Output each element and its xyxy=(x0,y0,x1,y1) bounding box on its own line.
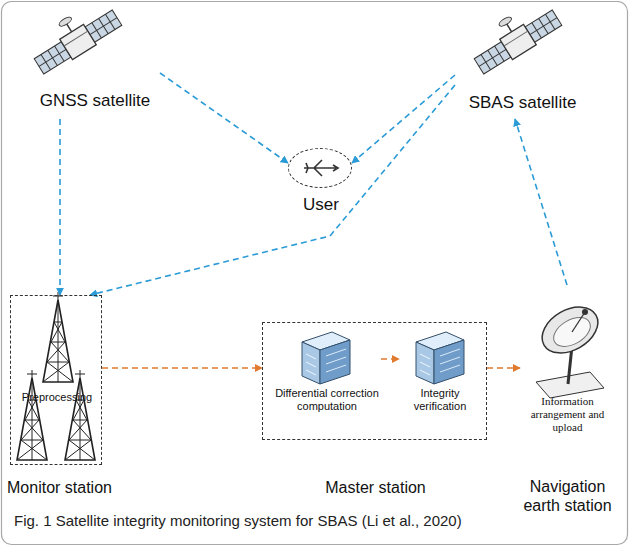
node-text: Differential correction computation xyxy=(273,387,381,413)
tower-icon xyxy=(43,292,73,382)
satellite-node: SBAS satellite xyxy=(455,5,590,119)
monitor-station-box: PreprocessingMonitor station xyxy=(10,295,102,465)
signal-arrow xyxy=(352,75,455,163)
computation-building: Differential correction computation xyxy=(273,329,381,434)
signal-arrow xyxy=(90,85,455,295)
signal-arrow xyxy=(515,119,567,285)
tower-icon xyxy=(65,370,95,460)
art-line xyxy=(572,312,585,332)
tower-icon xyxy=(17,370,47,460)
master-station-box: Master stationDifferential correction co… xyxy=(262,322,487,440)
station-label: Navigation earth station xyxy=(514,477,621,515)
node-text: Information arrangement and upload xyxy=(520,395,615,435)
airplane-icon xyxy=(304,160,338,176)
node-text: Integrity verification xyxy=(399,387,481,413)
art-circle xyxy=(582,309,588,315)
dish-icon xyxy=(534,298,606,398)
node-text: Preprocessing xyxy=(11,391,103,404)
signal-arrow xyxy=(160,73,288,163)
art-ellipse xyxy=(534,298,606,363)
signal-arrow xyxy=(59,119,61,295)
user-ellipse: User xyxy=(288,148,352,188)
building-icon xyxy=(302,332,350,384)
verification-building: Integrity verification xyxy=(399,329,481,434)
figure-caption: Fig. 1 Satellite integrity monitoring sy… xyxy=(14,512,619,529)
gnss-satellite-icon xyxy=(25,0,124,77)
station-label: User xyxy=(271,195,371,215)
signal-arrow xyxy=(102,367,262,369)
building-icon xyxy=(416,332,464,384)
signal-arrow xyxy=(487,367,520,369)
node-text: GNSS satellite xyxy=(30,91,160,111)
satellite-node: GNSS satellite xyxy=(30,5,160,119)
node-text: SBAS satellite xyxy=(455,93,590,113)
earth-station: Information arrangement and uploadNaviga… xyxy=(520,285,615,439)
art-ellipse xyxy=(549,312,596,353)
sbas-satellite-icon xyxy=(465,0,564,77)
station-label: Monitor station xyxy=(7,478,137,497)
signal-arrow xyxy=(381,358,399,360)
station-label: Master station xyxy=(263,478,488,497)
